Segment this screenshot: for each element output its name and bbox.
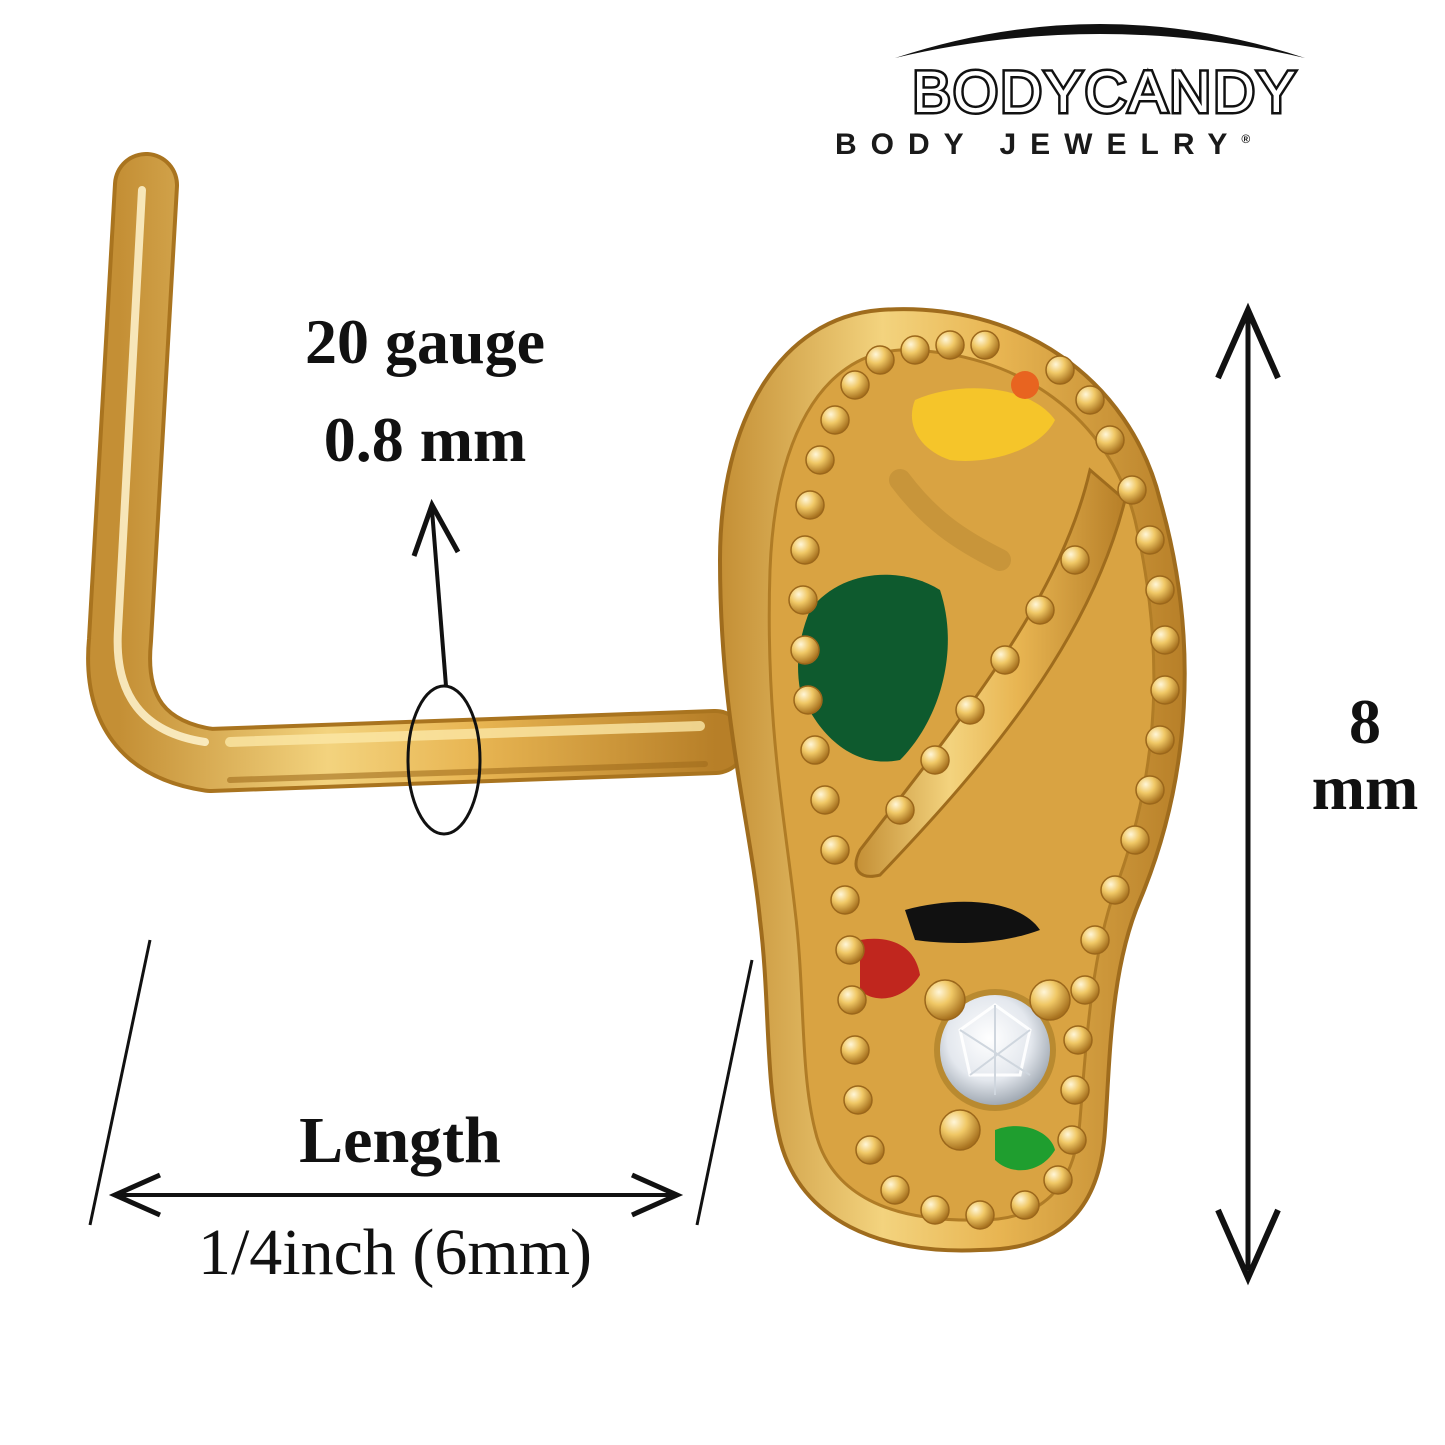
height-unit: mm <box>1311 752 1419 823</box>
length-title: Length <box>299 1104 501 1177</box>
gauge-mm-label: 0.8 mm <box>323 404 527 475</box>
length-value: 1/4inch (6mm) <box>197 1216 593 1289</box>
height-value: 8 <box>1349 686 1381 757</box>
svg-text:BODYCANDY: BODYCANDY <box>912 64 1297 124</box>
nose-stud-post <box>86 152 748 793</box>
flip-flop-charm <box>717 307 1187 1253</box>
gauge-label: 20 gauge <box>305 306 545 377</box>
gauge-arrow-icon <box>430 509 448 687</box>
length-extension-left <box>88 939 152 1226</box>
brand-tagline: BODY JEWELRY® <box>835 128 1251 161</box>
length-extension-right <box>695 959 754 1226</box>
logo-swoosh-icon <box>895 24 1305 58</box>
brand-logo: BODYCANDY <box>910 64 1298 124</box>
